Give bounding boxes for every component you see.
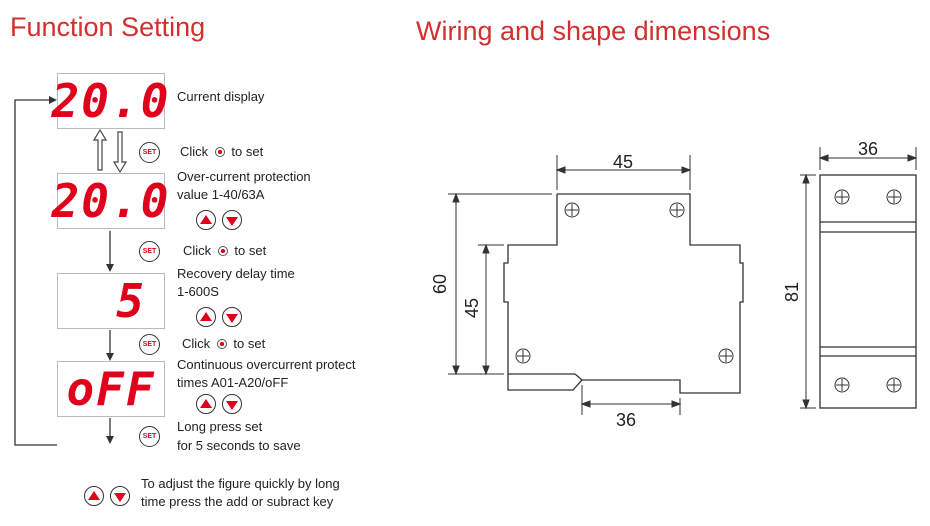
label-current-display: Current display xyxy=(177,89,265,104)
down-arrow-icon xyxy=(222,394,242,414)
label-click-set-2: Click to set xyxy=(183,243,267,258)
display-overcurrent: 20.0 xyxy=(52,173,168,229)
dim-front-height: 60 xyxy=(430,274,450,294)
display-recovery: 5 xyxy=(57,273,165,329)
set-mini-icon xyxy=(216,339,227,349)
up-arrow-icon xyxy=(196,394,216,414)
down-arrow-icon xyxy=(222,210,242,230)
dim-front-width: 45 xyxy=(613,152,633,172)
display-continuous: oFF xyxy=(57,361,165,417)
label-long-press-2: for 5 seconds to save xyxy=(177,438,301,453)
down-arrow-icon xyxy=(222,307,242,327)
label-continuous-2: times A01-A20/oFF xyxy=(177,375,289,390)
label-continuous-1: Continuous overcurrent protect xyxy=(177,357,356,372)
label-long-press-1: Long press set xyxy=(177,419,263,434)
label-click-set-1: Click to set xyxy=(180,144,264,159)
dim-side-width: 36 xyxy=(858,139,878,159)
screw-icon xyxy=(515,202,734,364)
function-setting-title: Function Setting xyxy=(10,12,206,42)
dim-front-bottom-width: 36 xyxy=(616,410,636,430)
display-recovery-value: 5 xyxy=(116,274,146,328)
toggle-arrows-icon xyxy=(92,128,128,174)
display-current: 20.0 xyxy=(52,73,168,129)
set-mini-icon xyxy=(217,246,228,256)
label-adjust-2: time press the add or subract key xyxy=(141,494,334,509)
screw-icon xyxy=(834,189,902,393)
dim-side-height: 81 xyxy=(782,282,802,302)
up-arrow-icon xyxy=(196,210,216,230)
set-button-icon: SET xyxy=(139,241,160,262)
up-arrow-icon xyxy=(196,307,216,327)
label-overcurrent-2: value 1-40/63A xyxy=(177,187,265,202)
set-button-icon: SET xyxy=(139,426,160,447)
label-recovery-1: Recovery delay time xyxy=(177,266,295,281)
wiring-dimensions-title: Wiring and shape dimensions xyxy=(416,16,771,46)
flow-lines xyxy=(14,96,128,446)
dim-front-inner-height: 45 xyxy=(462,298,482,318)
front-view-drawing: 45 60 45 36 xyxy=(430,152,744,430)
label-recovery-2: 1-600S xyxy=(177,284,219,299)
display-current-value: 20.0 xyxy=(51,74,171,128)
label-overcurrent-1: Over-current protection xyxy=(177,169,311,184)
set-button-icon: SET xyxy=(139,142,160,163)
label-adjust-1: To adjust the figure quickly by long xyxy=(141,476,340,491)
side-view-drawing: 36 81 xyxy=(782,139,918,410)
set-mini-icon xyxy=(214,147,225,157)
display-continuous-value: oFF xyxy=(66,362,156,416)
set-button-icon: SET xyxy=(139,334,160,355)
label-click-set-3: Click to set xyxy=(182,336,266,351)
down-arrow-icon xyxy=(110,486,130,506)
display-overcurrent-value: 20.0 xyxy=(51,174,171,228)
up-arrow-icon xyxy=(84,486,104,506)
